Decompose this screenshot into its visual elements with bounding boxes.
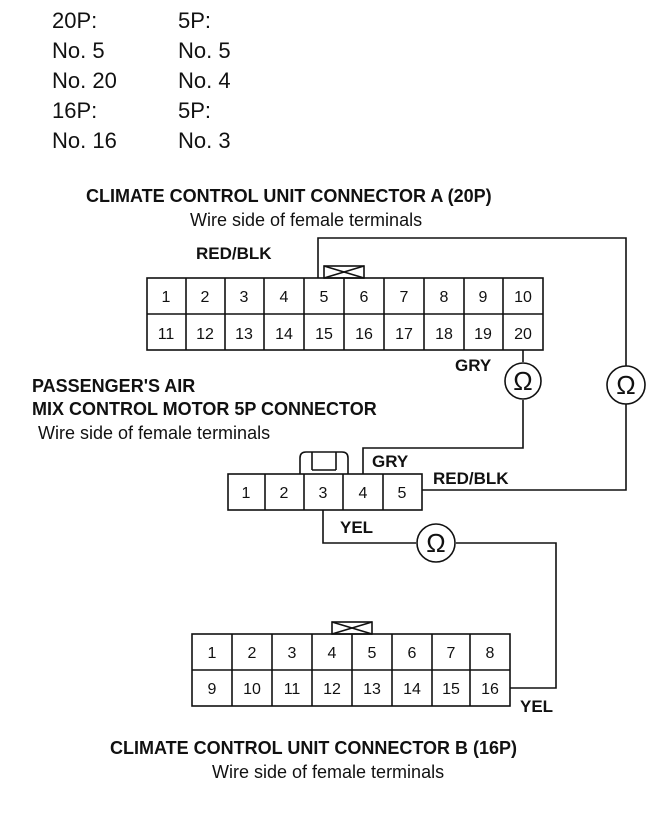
pin-a-13: 13: [235, 326, 253, 343]
pin-list-left: No. 20: [52, 68, 117, 93]
pin-a-7: 7: [400, 289, 409, 306]
pin-b-2: 2: [248, 645, 257, 662]
pin-list-row: 20P: 5P:: [52, 6, 272, 36]
pin-a-19: 19: [474, 326, 492, 343]
ohmmeter-gry: [504, 362, 542, 400]
motor-connector-latch: [299, 451, 349, 474]
pin-list-left: 16P:: [52, 98, 98, 123]
pin-b-10: 10: [243, 681, 261, 698]
pin-a-5: 5: [320, 289, 329, 306]
pin-b-16: 16: [481, 681, 499, 698]
motor-connector-body: [227, 473, 423, 511]
connector-a-latch: [323, 265, 365, 279]
motor-title-line2: MIX CONTROL MOTOR 5P CONNECTOR: [32, 399, 377, 419]
ohm-icon: Ω: [616, 370, 635, 400]
pin-b-4: 4: [328, 645, 337, 662]
pin-list-right: No. 3: [178, 128, 231, 153]
pin-list-row: No. 5 No. 5: [52, 36, 272, 66]
wire-label-yel-b: YEL: [520, 697, 554, 716]
pin-b-14: 14: [403, 681, 421, 698]
wire-red-blk: [317, 237, 627, 366]
pin-motor-4: 4: [359, 485, 368, 502]
ohmmeter-yel: [416, 523, 456, 563]
pin-list-left: No. 5: [52, 38, 105, 63]
pin-a-12: 12: [196, 326, 214, 343]
wire-label-red-blk-motor: RED/BLK: [433, 469, 509, 488]
pin-b-11: 11: [284, 681, 301, 698]
ohm-icon: Ω: [426, 528, 445, 558]
pin-a-20: 20: [514, 326, 532, 343]
pin-a-2: 2: [201, 289, 210, 306]
pin-a-10: 10: [514, 289, 532, 306]
wire-yel-right: [456, 542, 557, 689]
wire-label-yel-motor: YEL: [340, 518, 374, 537]
motor-subtitle: Wire side of female terminals: [38, 423, 271, 443]
connector-b-title: CLIMATE CONTROL UNIT CONNECTOR B (16P): [110, 738, 518, 758]
pin-a-3: 3: [240, 289, 249, 306]
pin-a-15: 15: [315, 326, 333, 343]
pin-a-11: 11: [158, 326, 175, 343]
connector-b-subtitle: Wire side of female terminals: [212, 762, 445, 782]
pin-motor-5: 5: [398, 485, 407, 502]
pin-a-18: 18: [435, 326, 453, 343]
pin-list: 20P: 5P: No. 5 No. 5 No. 20 No. 4 16P: 5…: [52, 6, 272, 156]
connector-a-subtitle: Wire side of female terminals: [190, 210, 423, 230]
connector-b-latch: [331, 621, 373, 635]
wire-red-blk-lower: [422, 404, 627, 491]
pin-list-right: 5P:: [178, 98, 212, 123]
pin-a-4: 4: [280, 289, 289, 306]
wire-label-red-blk-a: RED/BLK: [196, 244, 272, 263]
pin-motor-1: 1: [242, 485, 251, 502]
pin-list-left: No. 16: [52, 128, 117, 153]
pin-motor-3: 3: [319, 485, 328, 502]
pin-b-6: 6: [408, 645, 417, 662]
ohm-icon: Ω: [513, 366, 532, 396]
connector-a-title: CLIMATE CONTROL UNIT CONNECTOR A (20P): [86, 186, 492, 206]
pin-list-right: 5P:: [178, 8, 212, 33]
pin-b-15: 15: [442, 681, 460, 698]
motor-title-line1: PASSENGER'S AIR: [32, 376, 196, 396]
wire-label-gry-motor: GRY: [372, 452, 409, 471]
pin-a-14: 14: [275, 326, 293, 343]
pin-b-5: 5: [368, 645, 377, 662]
pin-b-1: 1: [208, 645, 217, 662]
pin-list-right: No. 4: [178, 68, 231, 93]
pin-a-1: 1: [162, 289, 171, 306]
pin-b-12: 12: [323, 681, 341, 698]
wire-yel: [322, 510, 416, 544]
pin-b-3: 3: [288, 645, 297, 662]
pin-a-17: 17: [395, 326, 413, 343]
pin-a-6: 6: [360, 289, 369, 306]
pin-b-13: 13: [363, 681, 381, 698]
wire-gry-lower: [362, 400, 524, 474]
pin-a-16: 16: [355, 326, 373, 343]
wire-label-gry-a: GRY: [455, 356, 492, 375]
pin-list-right: No. 5: [178, 38, 231, 63]
pin-a-8: 8: [440, 289, 449, 306]
pin-b-8: 8: [486, 645, 495, 662]
pin-list-left: 20P:: [52, 8, 98, 33]
pin-list-row: No. 16 No. 3: [52, 126, 272, 156]
pin-motor-2: 2: [280, 485, 289, 502]
pin-b-9: 9: [208, 681, 217, 698]
pin-list-row: 16P: 5P:: [52, 96, 272, 126]
pin-b-7: 7: [447, 645, 456, 662]
pin-a-9: 9: [479, 289, 488, 306]
ohmmeter-red-blk: [606, 365, 646, 405]
pin-list-row: No. 20 No. 4: [52, 66, 272, 96]
